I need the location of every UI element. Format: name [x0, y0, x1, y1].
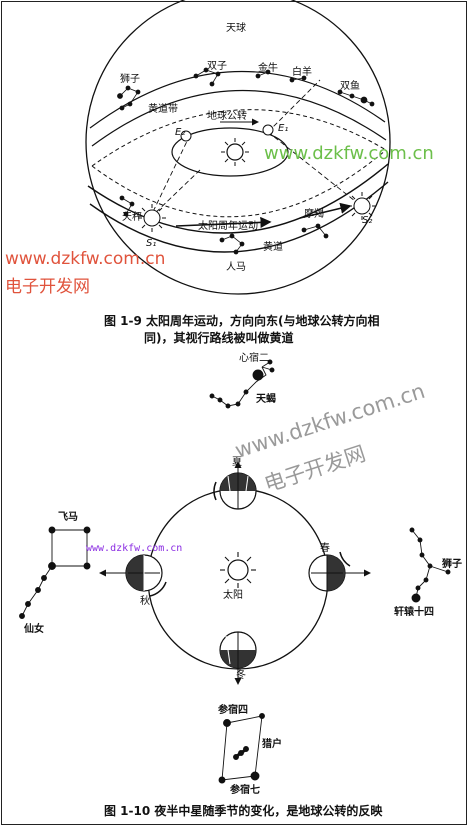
sun-s1-icon — [138, 204, 166, 232]
caption-figure-1-10: 图 1-10 夜半中星随季节的变化，是地球公转的反映 — [104, 803, 404, 820]
label-s2: S₂ — [362, 215, 373, 226]
label-autumn: 秋 — [140, 596, 150, 607]
label-e2: E₂ — [175, 127, 186, 138]
label-sun: 太阳 — [223, 590, 243, 601]
caption-1-10-line1: 图 1-10 夜半中星随季节的变化，是地球公转的反映 — [104, 804, 383, 818]
label-sun-annual-motion: 太阳周年运动 — [198, 221, 258, 232]
leo-stars — [409, 527, 451, 603]
label-leo-110: 狮子 — [442, 559, 462, 570]
label-libra: 天秤 — [122, 212, 142, 223]
earth-e1-icon — [262, 124, 274, 136]
label-pisces: 双鱼 — [340, 81, 360, 92]
label-taurus: 金牛 — [258, 63, 278, 74]
label-ecliptic: 黄道 — [263, 242, 283, 253]
label-andromeda: 仙女 — [24, 624, 44, 635]
sun-icon — [221, 138, 249, 166]
label-scorpius: 天蝎 — [256, 394, 276, 405]
earth-winter-icon — [219, 631, 257, 669]
label-winter: 冬 — [236, 670, 246, 681]
caption-1-9-line2: 同)，其视行路线被叫做黄道 — [144, 331, 294, 345]
celestial-sphere — [85, 0, 391, 295]
label-celestial-sphere: 天球 — [226, 23, 246, 34]
earth-summer-icon — [219, 472, 257, 510]
pegasus-andromeda-stars — [19, 526, 91, 619]
label-sagittarius: 人马 — [226, 262, 246, 273]
label-betelgeuse: 参宿四 — [218, 705, 248, 716]
constellation-stars-1-9 — [117, 67, 375, 255]
label-leo: 狮子 — [120, 74, 140, 85]
watermark-url-green: www.dzkfw.com.cn — [264, 143, 434, 164]
label-gemini: 双子 — [207, 61, 227, 72]
caption-figure-1-9: 图 1-9 太阳周年运动，方向向东(与地球公转方向相 同)，其视行路线被叫做黄道 — [104, 313, 394, 347]
label-antares: 心宿二 — [239, 353, 269, 364]
label-capricorn: 摩羯 — [304, 209, 324, 220]
label-earth-revolution: 地球公转 — [207, 111, 247, 122]
label-regulus: 轩辕十四 — [394, 607, 434, 618]
central-sun-icon — [220, 552, 256, 588]
watermark-cn-red: 电子开发网 — [5, 277, 90, 297]
earth-spring-icon — [308, 554, 346, 592]
label-pegasus: 飞马 — [58, 512, 78, 523]
label-aries: 白羊 — [292, 67, 312, 78]
caption-1-9-line1: 图 1-9 太阳周年运动，方向向东(与地球公转方向相 — [104, 314, 380, 328]
label-orion: 猎户 — [262, 739, 282, 750]
label-spring: 春 — [320, 543, 330, 554]
orion-stars — [218, 713, 265, 784]
label-rigel: 参宿七 — [230, 785, 260, 796]
earth-orbit — [171, 127, 289, 177]
label-summer: 夏 — [232, 457, 242, 468]
watermark-url-red: www.dzkfw.com.cn — [5, 249, 166, 269]
watermark-url-small: www.dzkfw.com.cn — [86, 543, 183, 554]
earth-e2-icon — [180, 130, 192, 142]
earth-autumn-icon — [125, 554, 163, 592]
label-zodiac: 黄道带 — [148, 104, 178, 115]
label-e1: E₁ — [278, 123, 289, 134]
label-s1: S₁ — [146, 238, 157, 249]
scorpius-stars — [209, 359, 275, 409]
